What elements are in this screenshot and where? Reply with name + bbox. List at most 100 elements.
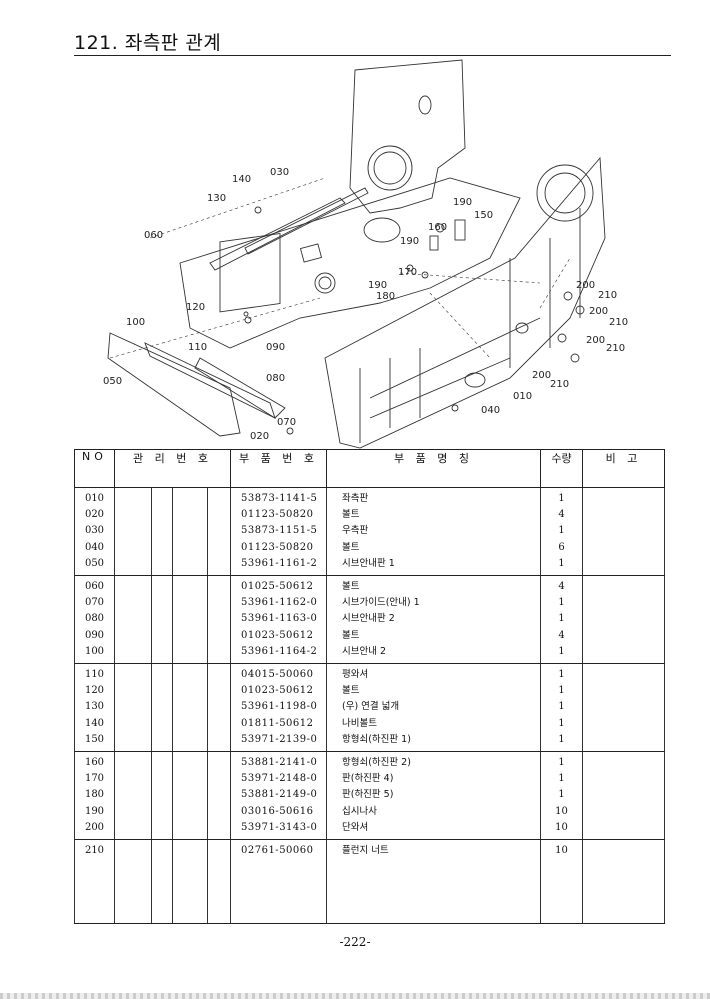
mgmt-subcolumn-divider bbox=[172, 576, 173, 663]
remarks-cell bbox=[582, 663, 665, 752]
callout-100: 100 bbox=[126, 317, 145, 328]
item-number: 160 bbox=[84, 757, 105, 768]
callout-120: 120 bbox=[186, 302, 205, 313]
mgmt-subcolumn-divider bbox=[172, 752, 173, 839]
quantity: 4 bbox=[558, 581, 565, 592]
quantity: 10 bbox=[555, 821, 568, 833]
quantity: 1 bbox=[558, 789, 565, 801]
mgmt-subcolumn-divider bbox=[151, 752, 152, 839]
callout-190c: 190 bbox=[368, 280, 387, 291]
part-name: 플런지 너트 bbox=[342, 845, 389, 856]
callout-210d: 210 bbox=[550, 379, 569, 390]
part-name: 볼트 bbox=[342, 541, 360, 553]
mgmt-subcolumn-divider bbox=[172, 488, 173, 575]
header-mgmt-no: 관 리 번 호 bbox=[114, 449, 231, 488]
item-number: 030 bbox=[84, 525, 105, 537]
remarks-cell bbox=[582, 751, 665, 840]
quantity: 10 bbox=[555, 845, 568, 856]
part-name: 좌측판 bbox=[342, 493, 369, 504]
callout-200a: 200 bbox=[576, 280, 595, 291]
quantity: 1 bbox=[558, 525, 565, 537]
page-number: -222- bbox=[339, 935, 371, 949]
item-number: 110 bbox=[84, 669, 105, 680]
mgmt-subcolumn-divider bbox=[207, 840, 208, 923]
guide-shape bbox=[107, 332, 241, 437]
callout-090: 090 bbox=[266, 342, 285, 353]
callout-080: 080 bbox=[266, 373, 285, 384]
part-number: 02761-50060 bbox=[241, 845, 314, 856]
item-number: 210 bbox=[84, 845, 105, 856]
part-number: 53881-2149-0 bbox=[241, 789, 318, 801]
callout-200c: 200 bbox=[586, 335, 605, 346]
quantity: 1 bbox=[558, 557, 565, 569]
callout-210c: 210 bbox=[606, 343, 625, 354]
mgmt-subcolumn-divider bbox=[172, 664, 173, 751]
callout-030: 030 bbox=[270, 167, 289, 178]
callout-210a: 210 bbox=[598, 290, 617, 301]
quantity: 1 bbox=[558, 645, 565, 657]
mgmt-subcolumn-divider bbox=[151, 840, 152, 923]
item-number: 010 bbox=[84, 493, 105, 504]
part-name: 볼트 bbox=[342, 509, 360, 521]
part-name: (우) 연결 넓개 bbox=[342, 701, 400, 713]
mgmt-subcolumn-divider bbox=[151, 576, 152, 663]
part-number: 53971-2148-0 bbox=[241, 773, 318, 785]
callout-040: 040 bbox=[481, 405, 500, 416]
scan-edge-strip bbox=[0, 993, 710, 999]
page-title: 121. 좌측판 관계 bbox=[74, 32, 222, 54]
quantity: 1 bbox=[558, 597, 565, 609]
callout-010: 010 bbox=[513, 391, 532, 402]
callout-190b: 190 bbox=[400, 236, 419, 247]
part-number: 01025-50612 bbox=[241, 581, 314, 592]
quantity: 1 bbox=[558, 757, 565, 768]
part-number: 01023-50612 bbox=[241, 685, 314, 697]
callout-020: 020 bbox=[250, 431, 269, 442]
part-number: 01123-50820 bbox=[241, 509, 314, 521]
callout-060: 060 bbox=[144, 230, 163, 241]
quantity: 1 bbox=[558, 733, 565, 745]
mgmt-subcolumn-divider bbox=[151, 488, 152, 575]
item-number: 170 bbox=[84, 773, 105, 785]
callout-labels: 140 030 130 060 190 150 160 190 170 190 … bbox=[103, 167, 628, 442]
callout-110: 110 bbox=[188, 342, 207, 353]
part-number: 53961-1198-0 bbox=[241, 701, 318, 713]
mgmt-subcolumn-divider bbox=[172, 840, 173, 923]
mgmt-subcolumn-divider bbox=[207, 664, 208, 751]
part-name: 볼트 bbox=[342, 629, 360, 641]
item-number: 130 bbox=[84, 701, 105, 713]
callout-050: 050 bbox=[103, 376, 122, 387]
item-number: 200 bbox=[84, 821, 105, 833]
part-number: 53961-1164-2 bbox=[241, 645, 318, 657]
item-number: 080 bbox=[84, 613, 105, 625]
name-cell: 플런지 너트 bbox=[326, 839, 541, 924]
part-number: 53961-1163-0 bbox=[241, 613, 318, 625]
part-name: 평와셔 bbox=[342, 669, 369, 680]
callout-190a: 190 bbox=[453, 197, 472, 208]
part-name: 우측판 bbox=[342, 525, 369, 537]
part-name: 판(하진판 5) bbox=[342, 789, 394, 801]
callout-150: 150 bbox=[474, 210, 493, 221]
part-name: 볼트 bbox=[342, 581, 360, 592]
part-name: 볼트 bbox=[342, 685, 360, 697]
part-number: 01023-50612 bbox=[241, 629, 314, 641]
right-frame-shape bbox=[324, 156, 606, 449]
part-number: 53873-1151-5 bbox=[241, 525, 318, 537]
part-name: 십시나사 bbox=[342, 805, 377, 817]
item-number: 140 bbox=[84, 717, 105, 729]
part-name: 시브안내판 1 bbox=[342, 557, 395, 569]
item-number: 070 bbox=[84, 597, 105, 609]
quantity: 1 bbox=[558, 701, 565, 713]
mgmt-no-cell bbox=[114, 487, 231, 576]
mgmt-no-cell bbox=[114, 751, 231, 840]
part-name: 항형쇠(하진판 1) bbox=[342, 733, 411, 745]
part-name: 시브가이드(안내) 1 bbox=[342, 597, 420, 609]
back-plate-shape bbox=[349, 59, 466, 214]
